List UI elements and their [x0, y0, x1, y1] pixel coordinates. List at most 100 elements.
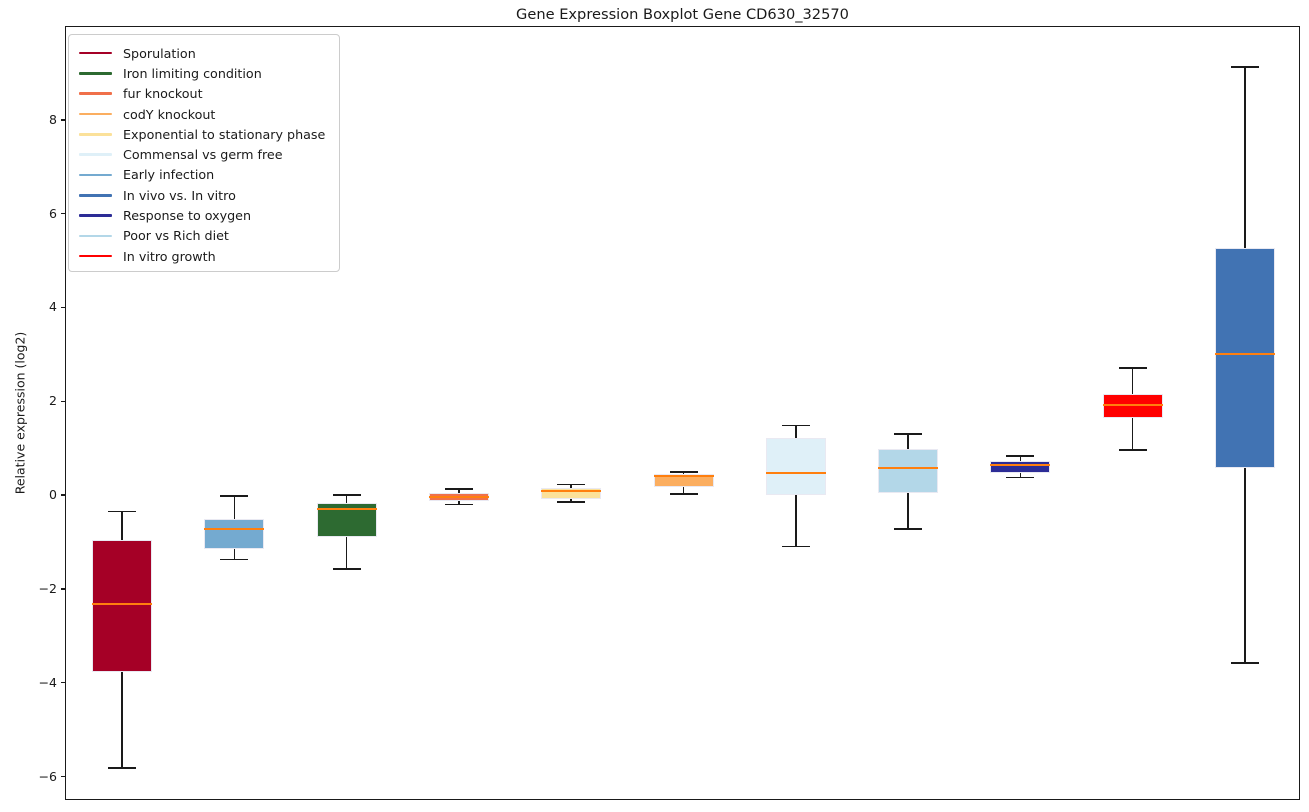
boxplot-lower-whisker [233, 548, 236, 560]
legend-swatch [79, 92, 112, 96]
boxplot-lower-whisker [682, 486, 685, 495]
boxplot-upper-cap [1006, 455, 1035, 457]
legend-label: In vivo vs. In vitro [123, 187, 236, 203]
legend-item: Sporulation [79, 43, 329, 63]
boxplot-lower-cap [1006, 476, 1035, 479]
y-tick-label: 0 [49, 487, 57, 503]
legend-label: Sporulation [123, 45, 196, 61]
legend-item: Poor vs Rich diet [79, 226, 329, 246]
y-tick-mark [61, 775, 65, 778]
boxplot-upper-whisker [570, 484, 572, 489]
chart-title: Gene Expression Boxplot Gene CD630_32570 [516, 6, 849, 23]
legend-label: codY knockout [123, 106, 216, 122]
legend-label: Early infection [123, 167, 215, 183]
legend-label: In vitro growth [123, 248, 216, 264]
boxplot-median [765, 471, 826, 474]
boxplot-upper-cap [557, 483, 586, 486]
legend-swatch [79, 173, 112, 177]
y-tick-label: −4 [38, 674, 57, 690]
boxplot-lower-cap [1118, 449, 1147, 451]
boxplot-upper-whisker [233, 496, 236, 520]
legend-swatch [79, 133, 112, 136]
boxplot-median [204, 527, 265, 530]
legend-swatch [79, 72, 112, 75]
boxplot-lower-whisker [345, 537, 348, 569]
boxplot-lower-cap [781, 545, 810, 548]
y-tick-mark [61, 588, 65, 590]
boxplot-upper-cap [108, 510, 137, 513]
legend-label: Iron limiting condition [123, 65, 262, 81]
boxplot-median [316, 508, 377, 511]
boxplot-median [1214, 353, 1275, 356]
boxplot-lower-whisker [458, 500, 460, 505]
y-tick-label: −6 [38, 768, 57, 784]
legend-swatch [79, 193, 112, 197]
legend-item: In vivo vs. In vitro [79, 185, 329, 205]
legend-item: Response to oxygen [79, 205, 329, 225]
boxplot-lower-cap [332, 568, 361, 570]
boxplot-lower-cap [894, 528, 923, 530]
boxplot-median [878, 466, 939, 469]
boxplot-lower-whisker [1244, 467, 1246, 664]
boxplot-upper-whisker [121, 511, 123, 540]
boxplot-median [428, 496, 489, 499]
boxplot-lower-whisker [121, 672, 123, 769]
boxplot-lower-cap [220, 558, 249, 561]
boxplot-box [92, 539, 153, 672]
legend-item: Iron limiting condition [79, 63, 329, 83]
boxplot-median [653, 475, 714, 478]
boxplot-box [1102, 393, 1163, 418]
boxplot-upper-whisker [907, 434, 909, 450]
boxplot-lower-whisker [1131, 417, 1134, 451]
boxplot-box [878, 449, 939, 494]
y-tick-label: −2 [38, 580, 57, 596]
y-tick-label: 8 [49, 111, 57, 127]
legend-item: fur knockout [79, 84, 329, 104]
legend-item: In vitro growth [79, 246, 329, 266]
legend-label: Response to oxygen [123, 208, 252, 224]
boxplot-lower-whisker [570, 498, 572, 503]
y-tick-mark [61, 494, 65, 496]
legend-swatch [79, 112, 112, 116]
legend-swatch [79, 153, 112, 156]
boxplot-lower-cap [444, 503, 473, 506]
legend-swatch [79, 234, 112, 238]
boxplot-median [1102, 403, 1163, 406]
boxplot-upper-whisker [1131, 368, 1134, 394]
y-tick-mark [61, 119, 65, 121]
boxplot-upper-whisker [1244, 66, 1246, 249]
boxplot-box [204, 519, 265, 549]
legend-label: fur knockout [123, 86, 203, 102]
y-tick-mark [61, 400, 65, 402]
boxplot-lower-whisker [907, 493, 909, 529]
boxplot-upper-cap [1230, 66, 1259, 68]
boxplot-lower-cap [669, 493, 698, 495]
legend-swatch [79, 254, 112, 258]
boxplot-upper-whisker [345, 495, 348, 504]
boxplot-median [541, 490, 602, 493]
y-tick-label: 2 [49, 393, 57, 409]
boxplot-upper-cap [781, 424, 810, 427]
legend-label: Exponential to stationary phase [123, 126, 326, 142]
boxplot-median [92, 602, 153, 605]
boxplot-box [990, 460, 1051, 473]
boxplot-median [990, 463, 1051, 466]
boxplot-lower-whisker [1019, 472, 1022, 478]
boxplot-lower-cap [1230, 662, 1259, 664]
legend-item: Commensal vs germ free [79, 144, 329, 164]
legend-item: Exponential to stationary phase [79, 124, 329, 144]
legend-swatch [79, 51, 112, 55]
boxplot-upper-cap [669, 471, 698, 473]
y-tick-label: 6 [49, 205, 57, 221]
legend-swatch [79, 214, 112, 217]
boxplot-lower-whisker [795, 495, 797, 547]
y-tick-mark [61, 306, 65, 309]
boxplot-upper-whisker [458, 489, 460, 493]
legend-label: Poor vs Rich diet [123, 228, 229, 244]
boxplot-upper-cap [1118, 367, 1147, 369]
boxplot-upper-whisker [1019, 456, 1022, 461]
boxplot-lower-cap [557, 501, 586, 503]
boxplot-upper-cap [332, 494, 361, 496]
boxplot-upper-cap [894, 433, 923, 435]
